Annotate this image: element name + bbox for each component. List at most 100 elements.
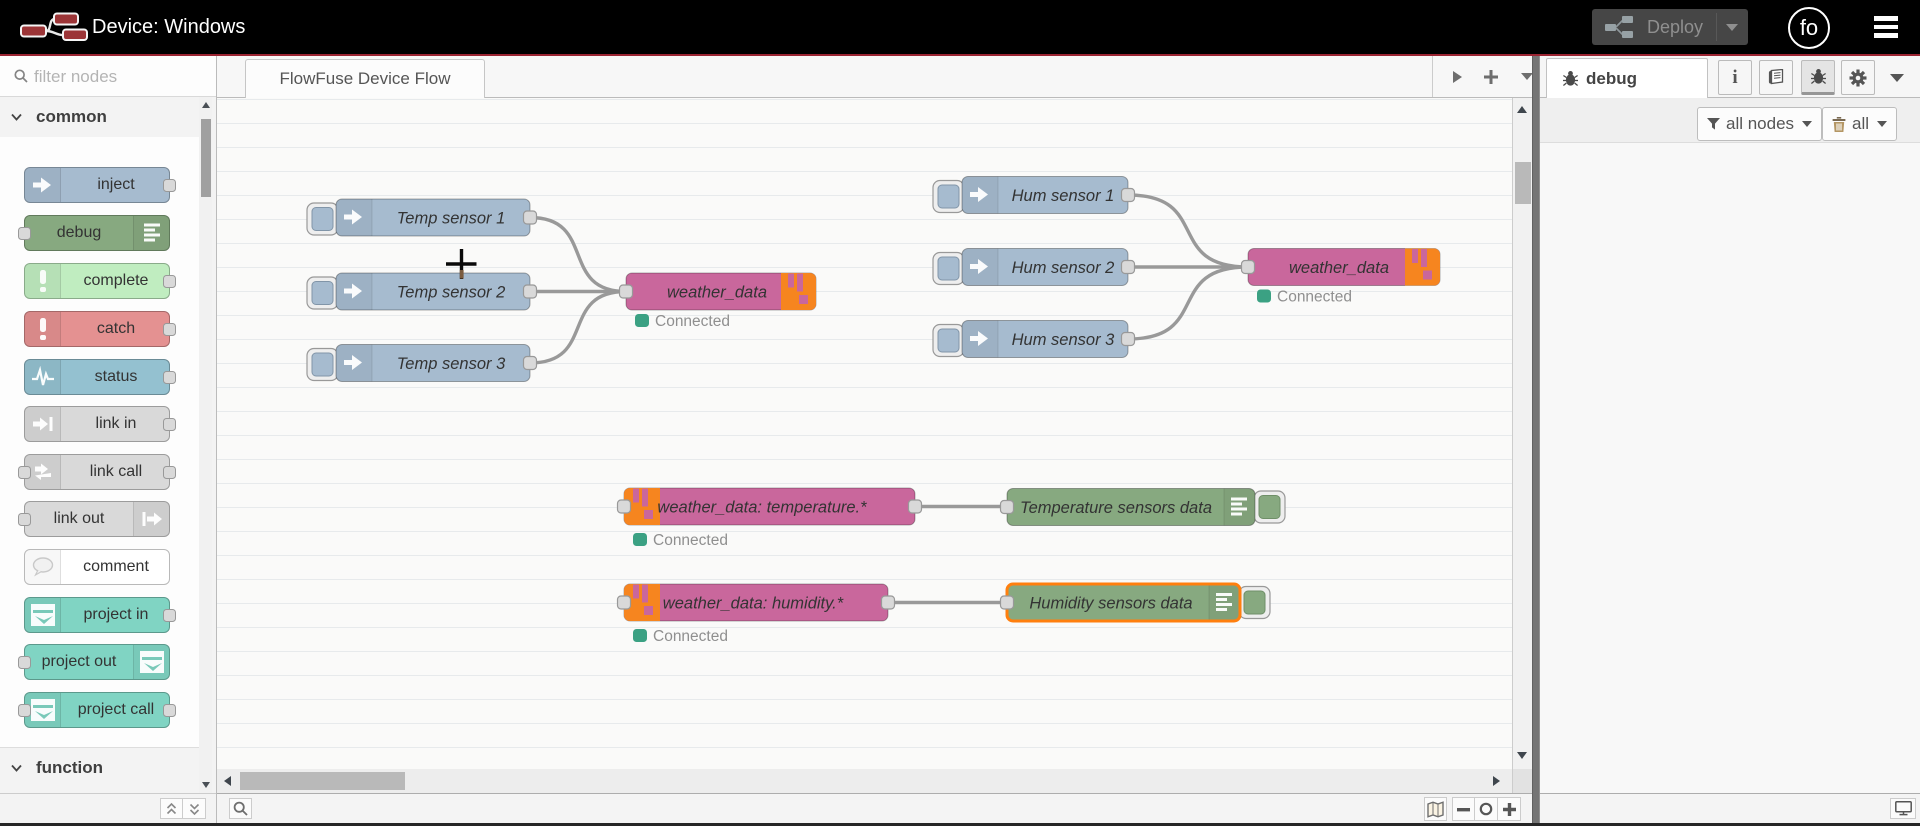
node-port[interactable] [163, 608, 176, 622]
palette-node-inject[interactable]: inject [24, 167, 176, 203]
node-port[interactable] [163, 370, 176, 384]
flow-list-caret-icon[interactable] [1521, 73, 1533, 80]
palette-category-function[interactable]: function [0, 747, 199, 793]
node-humidity-sensors-data[interactable]: Humidity sensors data [999, 582, 1271, 623]
zoom-in-button[interactable] [1498, 797, 1521, 821]
palette-node-catch[interactable]: catch [24, 311, 176, 347]
node-port[interactable] [163, 178, 176, 192]
scroll-right-icon[interactable] [1493, 775, 1500, 786]
deploy-options-caret-icon[interactable] [1726, 24, 1738, 31]
node-port[interactable] [163, 703, 176, 717]
catch-icon [39, 318, 46, 340]
node-port[interactable] [163, 274, 176, 288]
tab-debug[interactable]: debug [1546, 58, 1708, 98]
node-port[interactable] [163, 465, 176, 479]
output-port[interactable] [907, 499, 923, 514]
deploy-button[interactable]: Deploy [1592, 9, 1748, 45]
node-weather-data-out-2[interactable]: weather_data Connected [1240, 248, 1441, 306]
input-port[interactable] [999, 595, 1015, 610]
input-port[interactable] [999, 499, 1015, 515]
node-hum-sensor-3[interactable]: Hum sensor 3 [932, 320, 1136, 358]
scroll-left-icon[interactable] [224, 775, 231, 786]
h-scrollbar-thumb[interactable] [240, 772, 405, 790]
output-port[interactable] [880, 595, 896, 610]
palette-node-link-out[interactable]: link out [18, 501, 170, 537]
input-port[interactable] [616, 499, 632, 514]
info-tab-button[interactable]: i [1718, 60, 1752, 95]
flow-canvas[interactable]: Temp sensor 1 Temp sensor 2 Temp sensor … [217, 98, 1512, 769]
node-weather-data-humidity[interactable]: weather_data: humidity.* Connected [616, 583, 896, 645]
scroll-down-icon[interactable] [201, 782, 210, 788]
canvas-v-scrollbar[interactable] [1512, 98, 1532, 769]
wires [529, 193, 1249, 605]
output-port[interactable] [1120, 259, 1136, 275]
help-tab-button[interactable] [1759, 60, 1793, 95]
output-port[interactable] [1120, 187, 1136, 203]
palette-node-link-call[interactable]: link call [18, 454, 176, 490]
zoom-out-button[interactable] [1452, 797, 1475, 821]
palette-node-project-call[interactable]: project call [18, 692, 176, 728]
palette-node-project-out[interactable]: project out [18, 644, 170, 680]
sidebar-splitter[interactable] [1532, 56, 1540, 823]
node-temp-sensor-2[interactable]: Temp sensor 2 [306, 272, 538, 311]
output-port[interactable] [1120, 331, 1136, 347]
collapse-all-button[interactable] [160, 798, 183, 819]
output-port[interactable] [522, 210, 538, 225]
node-port[interactable] [18, 465, 31, 479]
debug-clear-button[interactable]: all [1822, 107, 1898, 141]
user-avatar[interactable]: fo [1788, 7, 1830, 49]
node-hum-sensor-1[interactable]: Hum sensor 1 [932, 176, 1136, 214]
wire[interactable] [1127, 265, 1249, 341]
node-temperature-sensors-data[interactable]: Temperature sensors data [999, 488, 1286, 526]
input-port[interactable] [616, 595, 632, 610]
sidebar-menu-caret-icon[interactable] [1890, 74, 1904, 82]
config-nodes-tab-button[interactable] [1841, 60, 1875, 95]
output-port[interactable] [522, 284, 538, 299]
palette-search-input[interactable]: filter nodes [0, 56, 216, 97]
palette-scrollbar-thumb[interactable] [200, 119, 211, 197]
node-port[interactable] [163, 322, 176, 336]
palette-node-status[interactable]: status [24, 359, 176, 395]
tab-flowfuse-device-flow[interactable]: FlowFuse Device Flow [245, 59, 485, 98]
palette-node-link-in[interactable]: link in [24, 406, 176, 442]
input-port[interactable] [1240, 259, 1256, 275]
open-console-button[interactable] [1890, 798, 1916, 819]
node-port[interactable] [163, 417, 176, 431]
scroll-down-icon[interactable] [1517, 752, 1527, 759]
project-call-icon [30, 699, 55, 721]
output-port[interactable] [522, 355, 538, 371]
palette-node-comment[interactable]: comment [24, 549, 170, 585]
v-scrollbar-thumb[interactable] [1515, 162, 1531, 204]
debug-tab-button[interactable] [1801, 60, 1835, 95]
palette-scrollbar[interactable] [199, 97, 212, 793]
node-port[interactable] [18, 703, 31, 717]
node-weather-data-temperature[interactable]: weather_data: temperature.* Connected [616, 487, 923, 549]
minimap-toggle-button[interactable] [1424, 797, 1447, 821]
add-flow-button[interactable] [1483, 69, 1499, 85]
tab-scroll-right-icon[interactable] [1453, 71, 1462, 83]
main-menu-button[interactable] [1874, 16, 1898, 38]
wire[interactable] [529, 289, 627, 365]
palette-node-complete[interactable]: complete [24, 263, 176, 299]
node-port[interactable] [18, 512, 31, 526]
node-weather-data-out-1[interactable]: weather_data Connected [618, 272, 817, 330]
node-temp-sensor-1[interactable]: Temp sensor 1 [306, 198, 538, 237]
wire[interactable] [1127, 193, 1249, 269]
scroll-up-icon[interactable] [201, 102, 210, 108]
expand-all-button[interactable] [183, 798, 206, 819]
node-port[interactable] [18, 226, 31, 240]
debug-filter-button[interactable]: all nodes [1697, 107, 1823, 141]
node-temp-sensor-3[interactable]: Temp sensor 3 [306, 344, 538, 382]
canvas-h-scrollbar[interactable] [217, 769, 1512, 793]
zoom-reset-button[interactable] [1475, 797, 1498, 821]
node-hum-sensor-2[interactable]: Hum sensor 2 [932, 248, 1136, 286]
node-port[interactable] [18, 655, 31, 669]
palette-category-common[interactable]: common [0, 97, 199, 137]
palette-node-debug[interactable]: debug [18, 215, 170, 251]
search-flows-button[interactable] [229, 798, 252, 819]
bottom-strip [0, 823, 1920, 826]
scroll-up-icon[interactable] [1517, 106, 1527, 113]
input-port[interactable] [618, 284, 634, 299]
wire[interactable] [529, 215, 627, 294]
palette-node-project-in[interactable]: project in [24, 597, 176, 633]
